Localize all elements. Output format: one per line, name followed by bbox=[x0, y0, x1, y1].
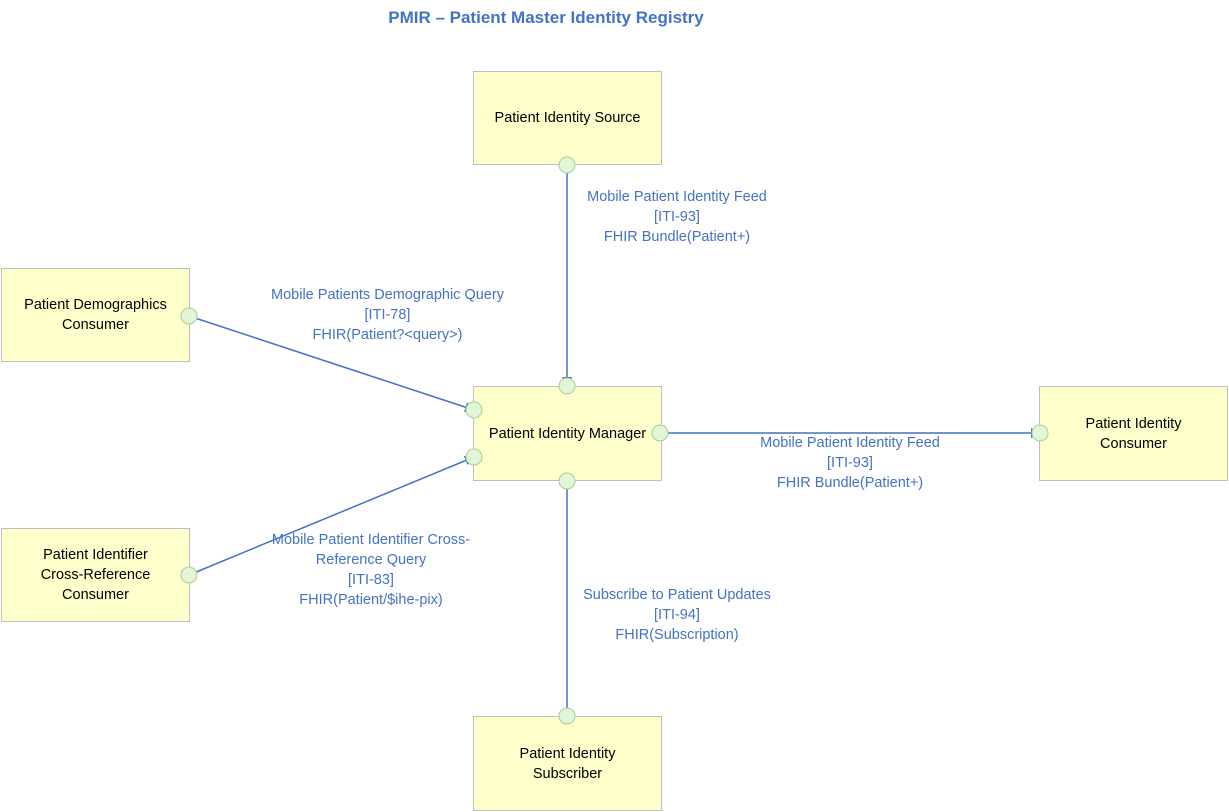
transaction-demographic-query-label: Mobile Patients Demographic Query [ITI-7… bbox=[271, 287, 504, 343]
diagram-title: PMIR – Patient Master Identity Registry bbox=[388, 8, 704, 27]
port-manager-left-lower bbox=[465, 448, 483, 466]
actor-label: Patient Identity Source bbox=[494, 110, 641, 126]
demographic-query-arrow bbox=[188, 315, 475, 412]
actor-patient-identity-manager[interactable]: Patient Identity Manager bbox=[473, 386, 662, 481]
port-subscriber-top bbox=[558, 707, 576, 725]
actor-patient-identity-source[interactable]: Patient Identity Source bbox=[473, 71, 662, 165]
port-manager-left-upper bbox=[465, 401, 483, 419]
port-identity-consumer-left bbox=[1031, 424, 1049, 442]
transaction-feed-in-label: Mobile Patient Identity Feed [ITI-93] FH… bbox=[587, 189, 767, 245]
transaction-feed-out-label: Mobile Patient Identity Feed [ITI-93] FH… bbox=[760, 435, 940, 491]
port-manager-top bbox=[558, 377, 576, 395]
port-demographics-right bbox=[180, 307, 198, 325]
port-source-bottom bbox=[558, 156, 576, 174]
port-manager-bottom bbox=[558, 472, 576, 490]
actor-label: Patient Identity Manager bbox=[488, 425, 647, 442]
port-xref-right bbox=[180, 566, 198, 584]
xref-query-arrow bbox=[188, 455, 475, 576]
transaction-subscribe-label: Subscribe to Patient Updates [ITI-94] FH… bbox=[583, 587, 771, 643]
transaction-xref-query-label: Mobile Patient Identifier Cross- Referen… bbox=[271, 532, 471, 608]
port-manager-right bbox=[651, 424, 669, 442]
